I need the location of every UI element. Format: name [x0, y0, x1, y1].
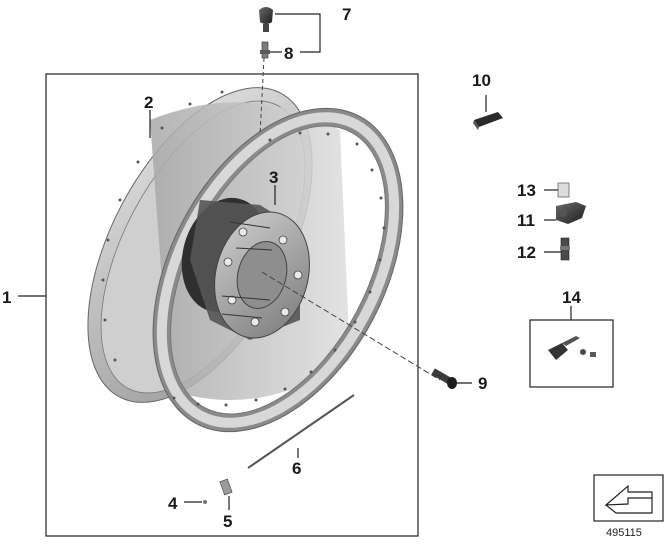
wheel-assembly-frame — [45, 73, 419, 537]
callout-6: 6 — [292, 459, 301, 478]
callout-12: 12 — [517, 243, 536, 262]
axle-bolt-part — [431, 368, 457, 389]
valve-cap-part — [259, 7, 273, 32]
callout-1: 1 — [2, 288, 11, 307]
valve-stem-part — [260, 41, 270, 59]
washer-part — [203, 500, 207, 504]
callout-8: 8 — [284, 44, 293, 63]
callout-7: 7 — [342, 5, 351, 24]
callout-13: 13 — [517, 181, 536, 200]
kit-frame — [529, 319, 614, 388]
sensor-cap-part — [557, 182, 570, 198]
balance-weight-part — [473, 112, 503, 130]
navigation-arrow-icon — [593, 474, 664, 522]
wheel-hub — [181, 197, 310, 340]
callout-2: 2 — [144, 93, 153, 112]
axis-line — [261, 271, 441, 381]
spoke-part — [247, 394, 355, 469]
sensor-valve-part — [560, 237, 570, 261]
valve-dashed-line — [259, 57, 265, 136]
callout-11: 11 — [517, 211, 535, 230]
callout-14: 14 — [562, 288, 581, 307]
reference-number: 495115 — [606, 527, 642, 539]
callout-4: 4 — [168, 494, 178, 513]
kit-parts — [548, 336, 596, 360]
callout-5: 5 — [223, 512, 232, 531]
sensor-body-part — [556, 202, 586, 224]
callout-10: 10 — [472, 71, 491, 90]
leader-lines — [18, 13, 572, 510]
callout-9: 9 — [478, 374, 487, 393]
callout-3: 3 — [269, 168, 278, 187]
nipple-part — [219, 478, 233, 496]
